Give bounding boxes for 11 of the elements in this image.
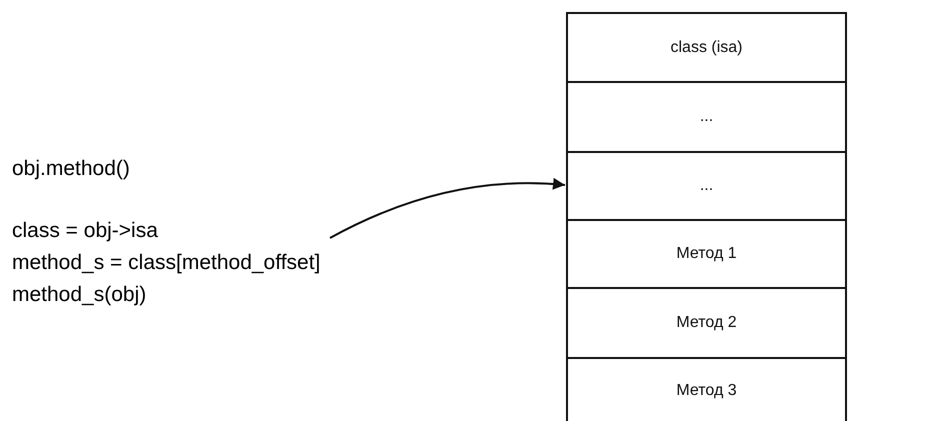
memory-slot: Метод 2 bbox=[566, 287, 847, 357]
memory-slot: class (isa) bbox=[566, 12, 847, 81]
memory-slot: Метод 3 bbox=[566, 357, 847, 421]
code-line: method_s(obj) bbox=[12, 282, 146, 308]
code-line: method_s = class[method_offset] bbox=[12, 250, 320, 276]
arrow bbox=[330, 178, 566, 239]
code-line: obj.method() bbox=[12, 156, 130, 182]
memory-slot: ... bbox=[566, 81, 847, 151]
memory-slot: Метод 1 bbox=[566, 219, 847, 287]
memory-slot: ... bbox=[566, 151, 847, 219]
code-line: class = obj->isa bbox=[12, 218, 158, 244]
